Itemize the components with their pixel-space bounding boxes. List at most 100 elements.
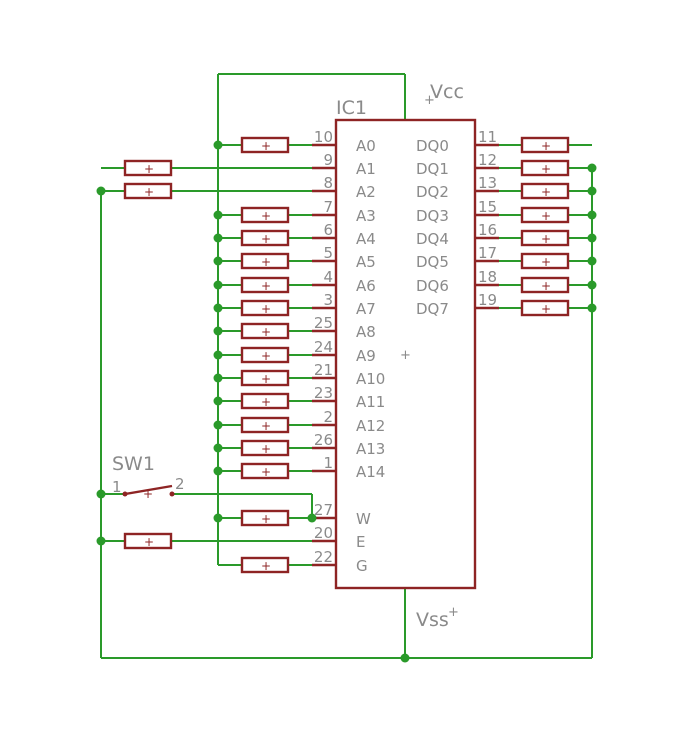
resistor-dq5[interactable]: +	[520, 252, 570, 270]
resistor-a9[interactable]: +	[240, 346, 290, 364]
vcc-marker: +	[424, 93, 435, 108]
pin-number: 12	[478, 151, 497, 169]
resistor-a7[interactable]: +	[240, 299, 290, 317]
switch-pin1-label: 1	[112, 478, 122, 496]
pin-name: A1	[356, 160, 376, 178]
pin-name: G	[356, 557, 368, 575]
resistor-dq2[interactable]: +	[520, 182, 570, 200]
pin-number: 4	[323, 268, 333, 286]
pin-number: 17	[478, 244, 497, 262]
pin-name: DQ5	[416, 253, 449, 271]
pin-number: 10	[314, 128, 333, 146]
pin-name: A9	[356, 347, 376, 365]
switch-origin-marker: +	[143, 487, 153, 501]
junction-dot	[213, 443, 223, 453]
junction-dot	[96, 186, 106, 196]
resistor-dq4[interactable]: +	[520, 229, 570, 247]
resistor-dq3[interactable]: +	[520, 206, 570, 224]
resistor-origin-marker: +	[261, 232, 271, 246]
resistor-a11[interactable]: +	[240, 392, 290, 410]
resistor-g[interactable]: +	[240, 556, 290, 574]
pin-number: 11	[478, 128, 497, 146]
resistor-a4[interactable]: +	[240, 229, 290, 247]
pin-name: A10	[356, 370, 385, 388]
resistor-a13[interactable]: +	[240, 439, 290, 457]
junction-dot	[213, 233, 223, 243]
pin-number: 7	[323, 198, 333, 216]
resistor-dq6[interactable]: +	[520, 276, 570, 294]
resistor-origin-marker: +	[261, 559, 271, 573]
pin-number: 24	[314, 338, 333, 356]
resistor-origin-marker: +	[261, 372, 271, 386]
junction-dot	[213, 210, 223, 220]
resistor-origin-marker: +	[541, 139, 551, 153]
pin-number: 9	[323, 151, 333, 169]
resistor-dq0[interactable]: +	[520, 136, 570, 154]
pin-number: 6	[323, 221, 333, 239]
junction-dot	[213, 326, 223, 336]
junction-dot	[213, 373, 223, 383]
pin-number: 13	[478, 174, 497, 192]
resistor-a1[interactable]: +	[123, 159, 173, 177]
resistor-origin-marker: +	[541, 232, 551, 246]
resistor-w[interactable]: +	[240, 509, 290, 527]
pin-name: DQ2	[416, 183, 449, 201]
resistor-a6[interactable]: +	[240, 276, 290, 294]
junction-dot	[400, 653, 410, 663]
resistor-origin-marker: +	[261, 442, 271, 456]
resistor-origin-marker: +	[261, 349, 271, 363]
resistor-dq7[interactable]: +	[520, 299, 570, 317]
resistor-a12[interactable]: +	[240, 416, 290, 434]
switch-contact-1	[122, 491, 128, 497]
sw1-switch[interactable]: SW1 1 2 +	[112, 453, 185, 501]
junction-dot	[587, 163, 597, 173]
resistor-a8[interactable]: +	[240, 322, 290, 340]
resistor-a3[interactable]: +	[240, 206, 290, 224]
junction-dot	[96, 536, 106, 546]
junction-dot	[213, 466, 223, 476]
junction-dot	[307, 513, 317, 523]
junction-dot	[213, 513, 223, 523]
junction-dot	[587, 303, 597, 313]
resistor-a10[interactable]: +	[240, 369, 290, 387]
resistor-origin-marker: +	[261, 419, 271, 433]
resistor-a0[interactable]: +	[240, 136, 290, 154]
junction-dot	[587, 233, 597, 243]
junction-dot	[213, 420, 223, 430]
pin-name: A3	[356, 207, 376, 225]
pin-name: E	[356, 533, 365, 551]
resistor-origin-marker: +	[541, 209, 551, 223]
pin-name: DQ0	[416, 137, 449, 155]
pin-name: A12	[356, 417, 385, 435]
resistor-dq1[interactable]: +	[520, 159, 570, 177]
resistor-origin-marker: +	[261, 325, 271, 339]
ic1-chip[interactable]: IC1 + Vcc Vss + +	[334, 81, 477, 631]
resistor-group: + + + + + + + + + + + + + + + + + + + + + + + + + +	[123, 136, 570, 574]
resistor-origin-marker: +	[261, 395, 271, 409]
switch-lever	[124, 484, 173, 496]
pin-number: 15	[478, 198, 497, 216]
resistor-a2[interactable]: +	[123, 182, 173, 200]
pin-name: A0	[356, 137, 376, 155]
pin-name: DQ7	[416, 300, 449, 318]
resistor-e[interactable]: +	[123, 532, 173, 550]
resistor-a14[interactable]: +	[240, 462, 290, 480]
pin-name: A8	[356, 323, 376, 341]
resistor-a5[interactable]: +	[240, 252, 290, 270]
pin-name: A5	[356, 253, 376, 271]
